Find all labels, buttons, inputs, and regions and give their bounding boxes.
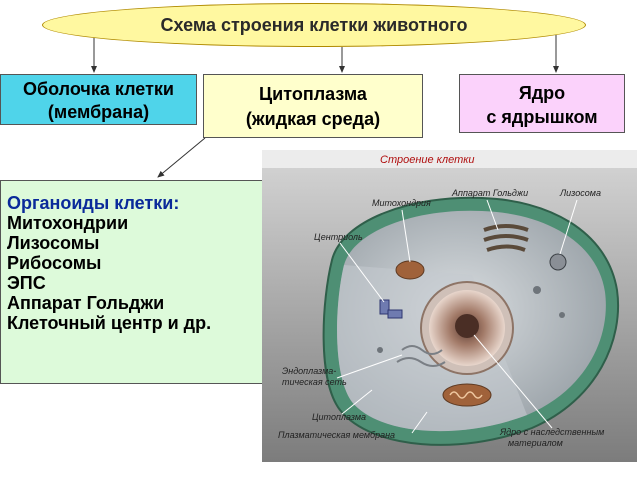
golgi-apparatus (483, 234, 529, 242)
centriole (387, 309, 403, 319)
cell-structure-figure: Строение клетки Митохондрия Аппарат Голь… (262, 150, 637, 462)
label-er-1: Эндоплазма- (282, 366, 336, 376)
membrane-line-2: (мембрана) (47, 102, 150, 122)
cytoplasm-line-1: Цитоплазма (259, 84, 367, 104)
pointer-line (339, 242, 385, 303)
label-membrane: Плазматическая мембрана (278, 430, 395, 440)
organoid-item: Клеточный центр и др. (7, 313, 212, 333)
nucleus-line-2: с ядрышком (486, 107, 598, 127)
pointer-line (473, 334, 553, 429)
cytoplasm-box: Цитоплазма (жидкая среда) (203, 74, 423, 138)
figure-title-bar (262, 150, 637, 168)
vesicle (533, 286, 541, 294)
cytoplasm-line-2: (жидкая среда) (245, 109, 381, 129)
pointer-line (486, 199, 499, 231)
vesicle (377, 347, 383, 353)
pointer-line (401, 209, 411, 263)
centriole (379, 299, 390, 315)
vesicle (559, 312, 565, 318)
organoid-item: Митохондрии (7, 213, 129, 233)
label-lysosome: Лизосома (559, 188, 601, 198)
label-centriole: Центриоль (314, 232, 363, 242)
label-mitochondria: Митохондрия (372, 198, 431, 208)
organoids-title: Органоиды клетки: (7, 193, 180, 213)
lysosome (549, 253, 567, 271)
mitochondrion-cristae (449, 391, 483, 399)
golgi-apparatus (483, 224, 529, 232)
organoid-item: ЭПС (7, 273, 46, 293)
organoid-item: Рибосомы (7, 253, 102, 273)
label-golgi: Аппарат Гольджи (451, 188, 528, 198)
label-er-2: тическая сеть (282, 377, 347, 387)
label-nucleus-1: Ядро с наследственным (499, 427, 604, 437)
mitochondrion (395, 260, 425, 280)
pointer-line (559, 199, 578, 255)
golgi-apparatus (486, 244, 526, 252)
membrane-line-1: Оболочка клетки (23, 79, 174, 99)
organoid-item: Аппарат Гольджи (7, 293, 165, 313)
nucleus-box: Ядро с ядрышком (459, 74, 625, 133)
endoplasmic-reticulum (396, 345, 446, 367)
organoid-item: Лизосомы (7, 233, 100, 253)
nucleolus (455, 314, 479, 338)
organoids-box: Органоиды клетки: Митохондрии Лизосомы Р… (0, 180, 268, 384)
pointer-line (336, 354, 403, 379)
figure-title: Строение клетки (380, 154, 475, 166)
label-cytoplasm: Цитоплазма (312, 412, 366, 422)
pointer-line (341, 389, 373, 415)
mitochondrion (442, 383, 492, 407)
pointer-line (411, 411, 428, 434)
arrow-to-organoids (157, 137, 206, 178)
label-nucleus-2: материалом (508, 438, 563, 448)
membrane-box: Оболочка клетки (мембрана) (0, 74, 197, 125)
diagram-title: Схема строения клетки животного (42, 3, 586, 47)
nucleus-line-1: Ядро (518, 83, 566, 103)
